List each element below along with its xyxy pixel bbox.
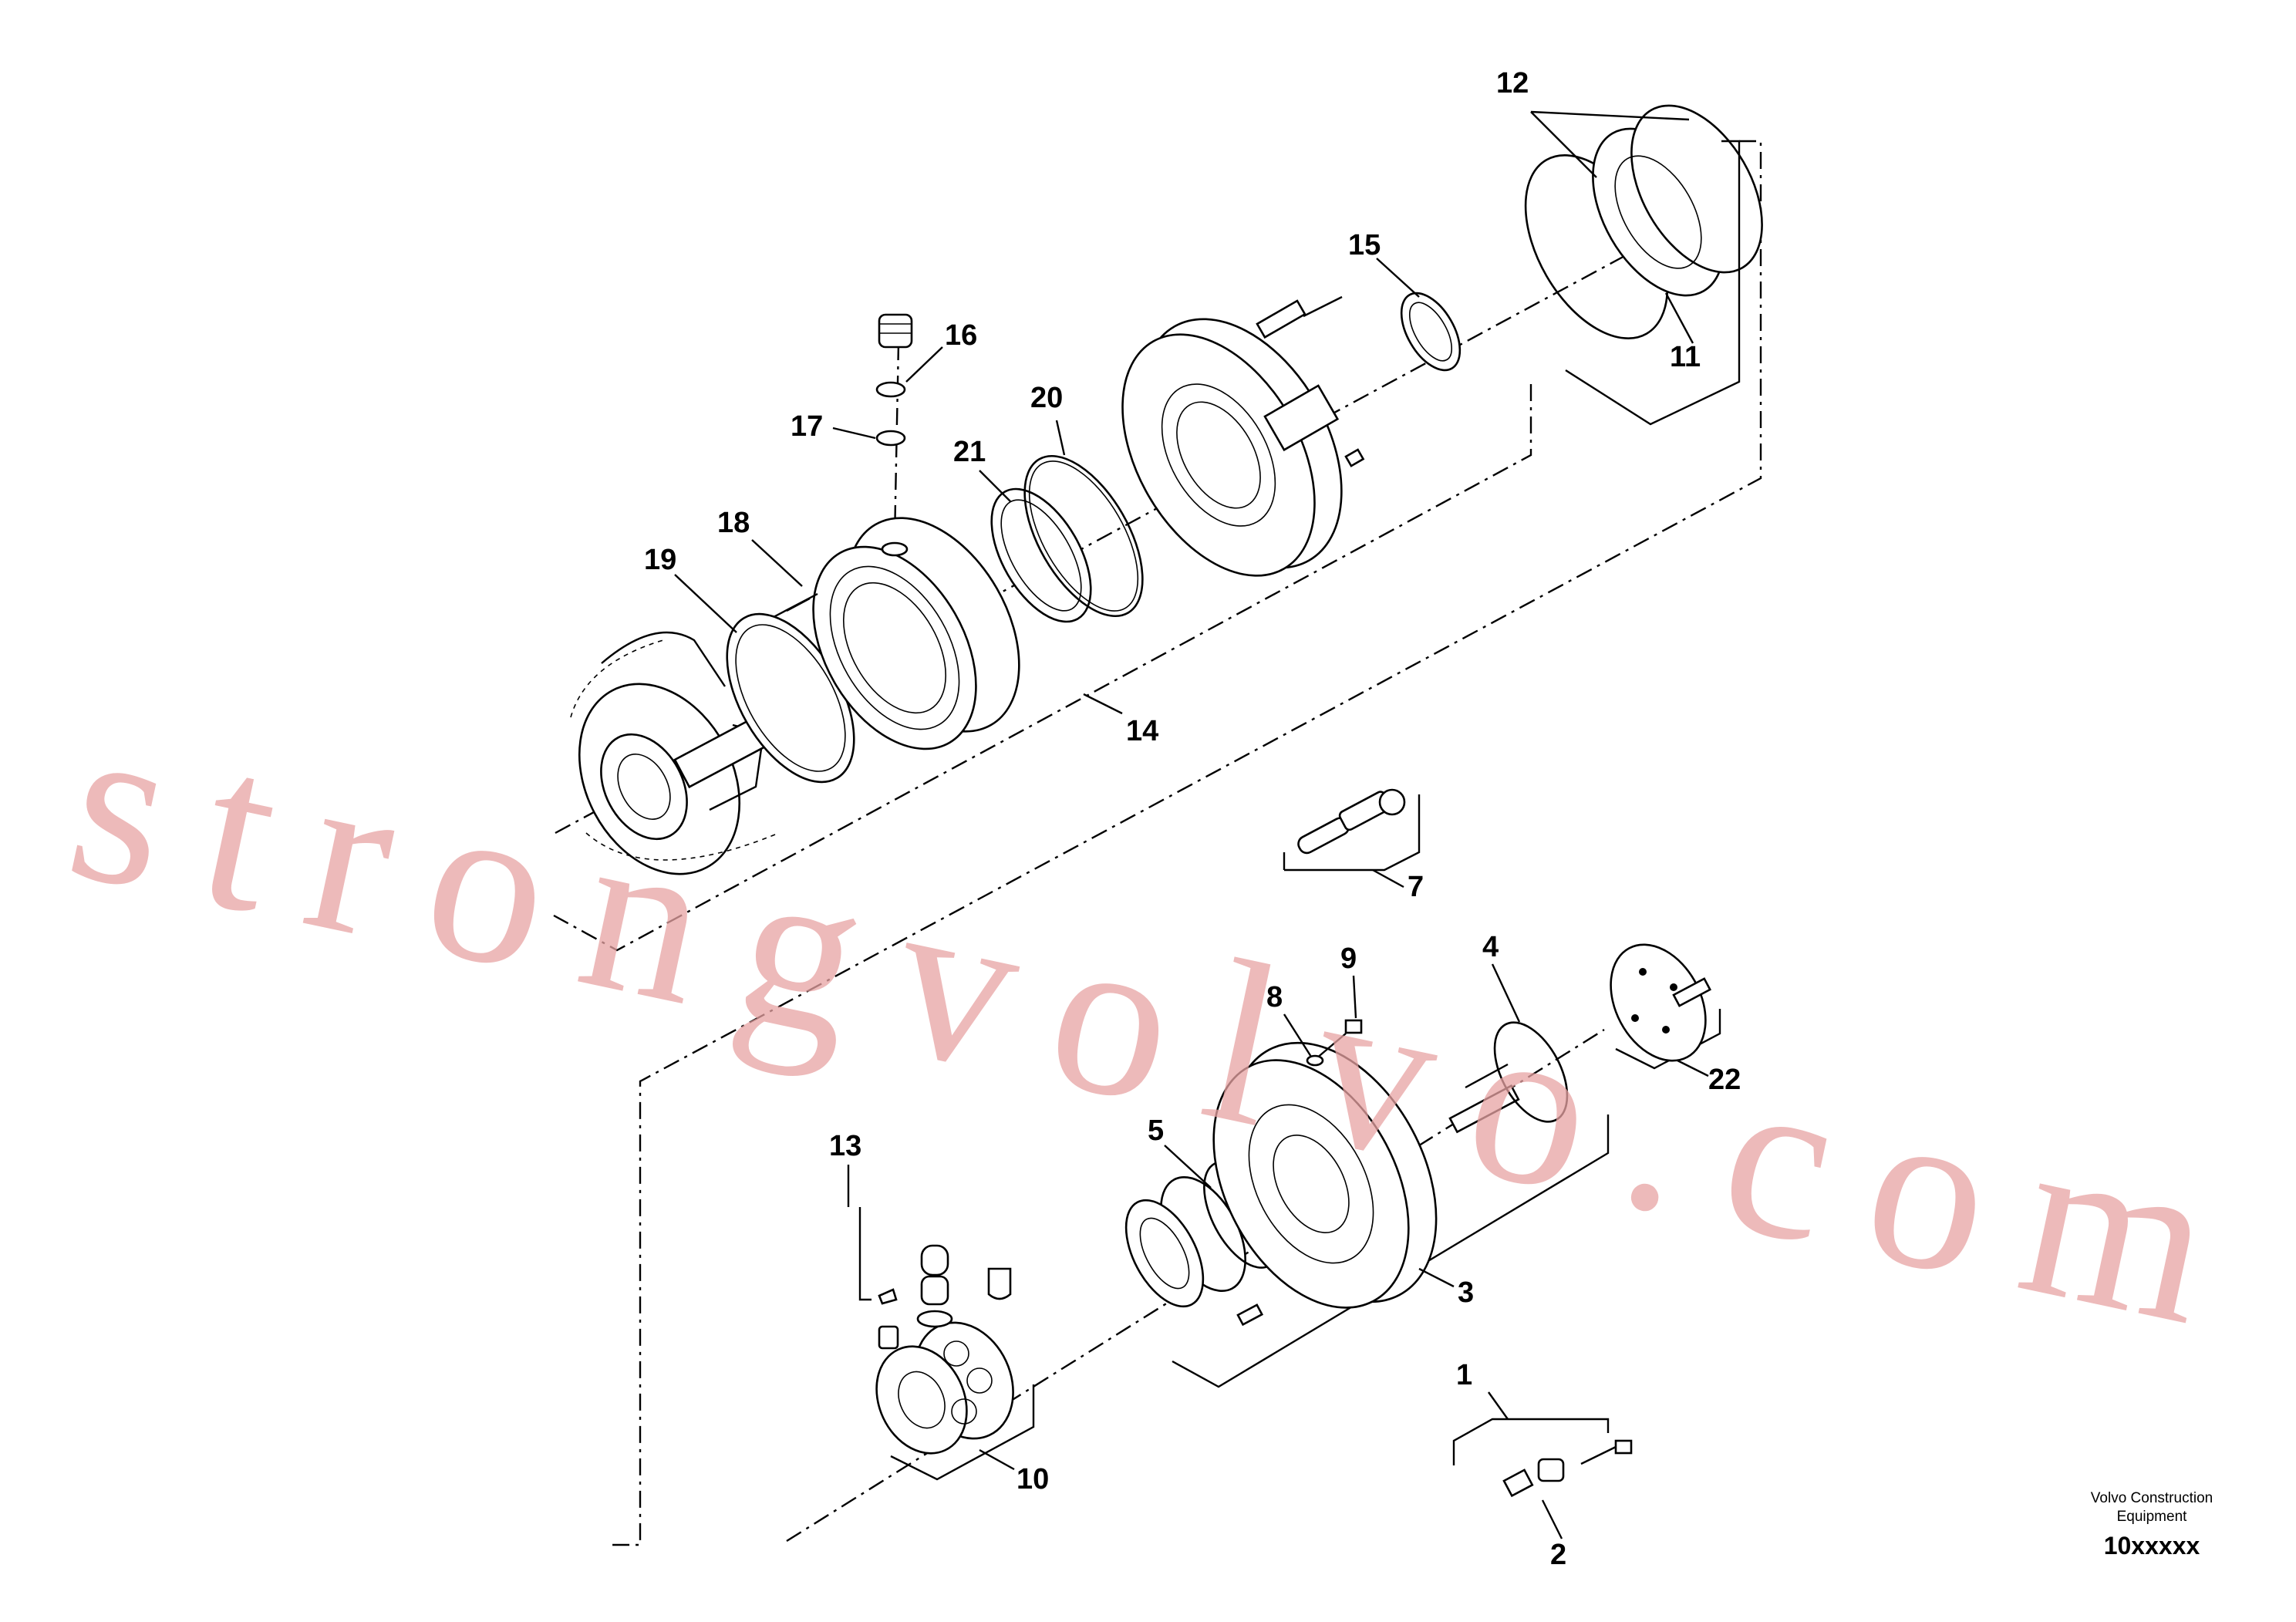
bracket-1 [1452, 1418, 1610, 1465]
callout-4: 4 [1482, 931, 1499, 963]
part-oring-4 [1493, 1021, 1569, 1123]
part-pins-7 [1283, 788, 1421, 889]
leader-19 [674, 574, 737, 633]
bracket-outer [609, 140, 1762, 1546]
callout-12: 11 [1670, 341, 1701, 373]
bracket-11 [858, 1207, 872, 1301]
callout-13: 12 [1496, 67, 1529, 99]
callout-19: 19 [644, 544, 676, 576]
leader-17 [832, 427, 876, 440]
part-housing-18 [773, 517, 1020, 750]
callout-labels: 12 11 15 16 17 20 21 18 19 14 7 4 9 8 22… [644, 67, 1741, 1571]
caption-code: 10xxxxx [2104, 1532, 2200, 1560]
callout-22: 22 [1708, 1064, 1741, 1096]
part-seal-15 [1400, 292, 1462, 372]
callout-17: 17 [791, 410, 823, 443]
caption-line2: Equipment [2117, 1509, 2188, 1525]
part-hub-3 [1212, 1041, 1520, 1327]
callout-7: 7 [1408, 871, 1424, 903]
leader-10 [979, 1448, 1015, 1471]
leader-12 [1664, 292, 1694, 344]
leader-16 [905, 346, 943, 383]
leader-20 [1055, 420, 1066, 456]
part-small-11 [878, 1244, 1012, 1350]
callout-21: 21 [953, 436, 986, 468]
leader-13 [1530, 111, 1597, 178]
callout-14: 14 [1126, 715, 1158, 747]
callout-11: 13 [829, 1130, 861, 1162]
lower-assembly [786, 943, 1721, 1543]
bracket-14 [553, 384, 1532, 952]
leader-21 [979, 470, 1011, 502]
leader-3 [1418, 1267, 1455, 1288]
callout-10: 10 [1017, 1463, 1049, 1496]
callout-3: 3 [1458, 1276, 1474, 1309]
leader-8 [1283, 1013, 1313, 1057]
leader-9 [1352, 975, 1357, 1019]
leader-4 [1491, 963, 1521, 1023]
caption-line1: Volvo Construction [2091, 1490, 2213, 1506]
leader-22 [1677, 1059, 1709, 1077]
callout-2: 2 [1550, 1539, 1566, 1571]
leader-14 [1083, 693, 1123, 715]
part-oring-20 [1023, 454, 1144, 618]
part-cover-22 [1610, 943, 1712, 1062]
part-screws-8-9 [1306, 1019, 1363, 1067]
part-clamp-1 [1502, 1439, 1633, 1498]
callout-20: 20 [1030, 382, 1063, 414]
part-bearing-5 [1124, 1161, 1280, 1308]
caption-block: Volvo Construction Equipment 10xxxxx [2091, 1490, 2213, 1560]
leader-1 [1488, 1391, 1509, 1420]
callout-9: 9 [1340, 943, 1357, 975]
part-carrier-19 [570, 631, 780, 875]
callout-8: 8 [1266, 981, 1283, 1013]
callout-1: 1 [1456, 1359, 1472, 1391]
part-plug-16 [875, 313, 913, 447]
leader-15 [1376, 258, 1420, 298]
leader-13b [1530, 110, 1690, 121]
part-bearing-10 [875, 1321, 1014, 1455]
callout-16: 16 [945, 319, 977, 352]
part-flange-14 [1121, 295, 1365, 577]
callout-15: 15 [1348, 229, 1381, 261]
leader-2 [1541, 1499, 1563, 1539]
callout-5: 5 [1148, 1114, 1164, 1147]
callout-18: 18 [717, 507, 750, 539]
leader-18 [751, 539, 803, 587]
part-group-12 [1524, 104, 1763, 426]
upper-assembly [553, 104, 1763, 1546]
leader-5 [1164, 1145, 1212, 1189]
